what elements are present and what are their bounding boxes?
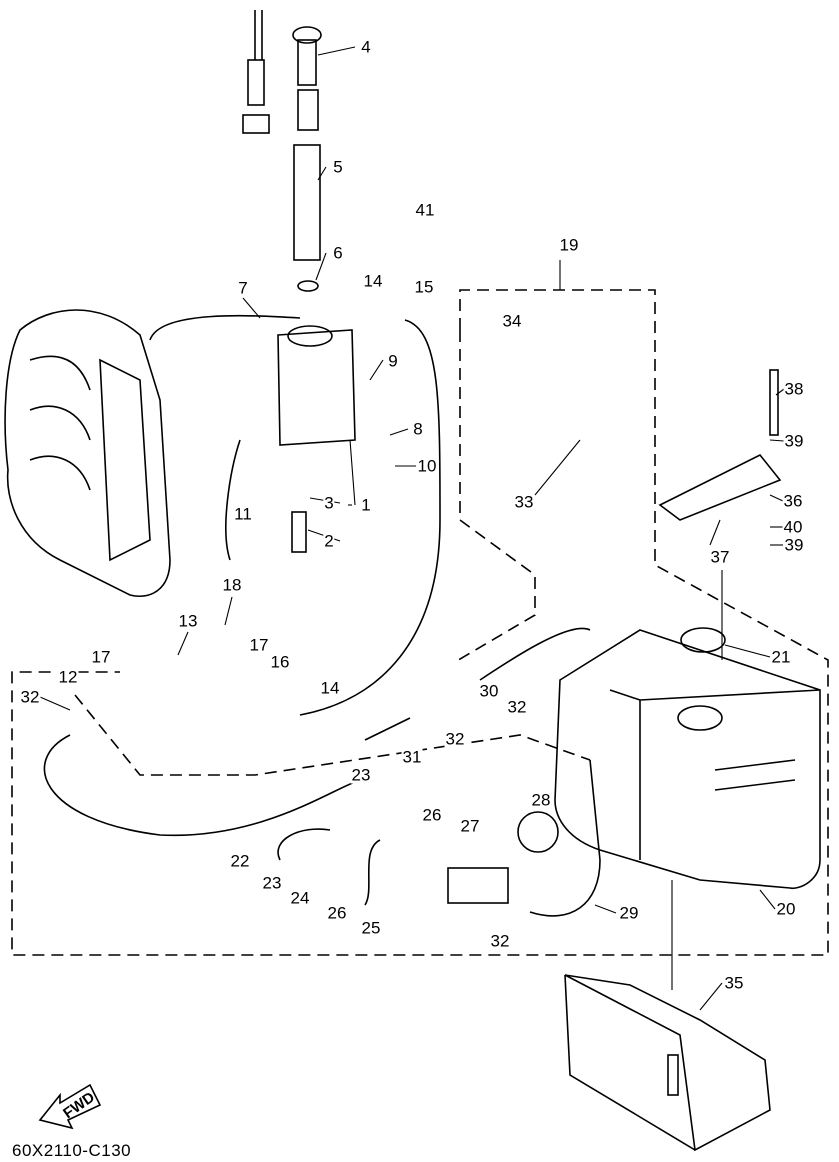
callout-23b: 23 [261,873,283,893]
callout-30: 30 [478,681,500,701]
callout-19: 19 [558,235,580,255]
fuel-pump [447,811,559,904]
callout-2: 2 [323,531,335,551]
callout-13: 13 [177,611,199,631]
callout-28: 28 [530,790,552,810]
tank-strap [658,369,782,521]
callout-17: 17 [90,647,112,667]
fuel-gauge-sender [242,10,322,292]
callout-39b: 39 [783,535,805,555]
callout-14b: 14 [319,678,341,698]
engine-outline [4,309,171,597]
callout-35: 35 [723,973,745,993]
callout-15: 15 [413,277,435,297]
callout-22: 22 [229,851,251,871]
leader-lines [39,46,785,1011]
callout-3: 3 [323,493,335,513]
callout-21: 21 [770,647,792,667]
callout-27: 27 [459,816,481,836]
callout-10: 10 [416,456,438,476]
callout-36: 36 [782,491,804,511]
callout-31: 31 [401,747,423,767]
callout-37: 37 [709,547,731,567]
callout-33: 33 [513,492,535,512]
fuel-tank [554,627,821,889]
callout-39: 39 [783,431,805,451]
callout-32c: 32 [444,729,466,749]
diagram-code: 60X2110-C130 [12,1141,132,1160]
callout-16: 16 [269,652,291,672]
hoses [43,314,601,917]
callout-32: 32 [19,687,41,707]
tank-bracket [564,974,771,1152]
callout-23: 23 [350,765,372,785]
callout-32d: 32 [489,931,511,951]
callout-32b: 32 [506,697,528,717]
callout-7: 7 [237,278,249,298]
reservoir-tank [277,325,356,553]
callout-18: 18 [221,575,243,595]
callout-9: 9 [387,351,399,371]
callout-24: 24 [289,888,311,908]
callout-4: 4 [360,37,372,57]
fwd-arrow-icon [38,1083,102,1130]
callout-26: 26 [421,805,443,825]
callout-25: 25 [360,918,382,938]
callout-34: 34 [501,311,523,331]
callout-6: 6 [332,243,344,263]
callout-38: 38 [783,379,805,399]
callout-14: 14 [362,271,384,291]
callout-17b: 17 [248,635,270,655]
callout-1: 1 [360,495,372,515]
callout-11: 11 [233,504,253,524]
callout-26b: 26 [326,903,348,923]
callout-12: 12 [57,667,79,687]
group-outline [11,289,829,956]
callout-41: 41 [414,200,436,220]
callout-20: 20 [775,899,797,919]
callout-5: 5 [332,157,344,177]
callout-8: 8 [412,419,424,439]
callout-29: 29 [618,903,640,923]
callout-40: 40 [782,517,804,537]
